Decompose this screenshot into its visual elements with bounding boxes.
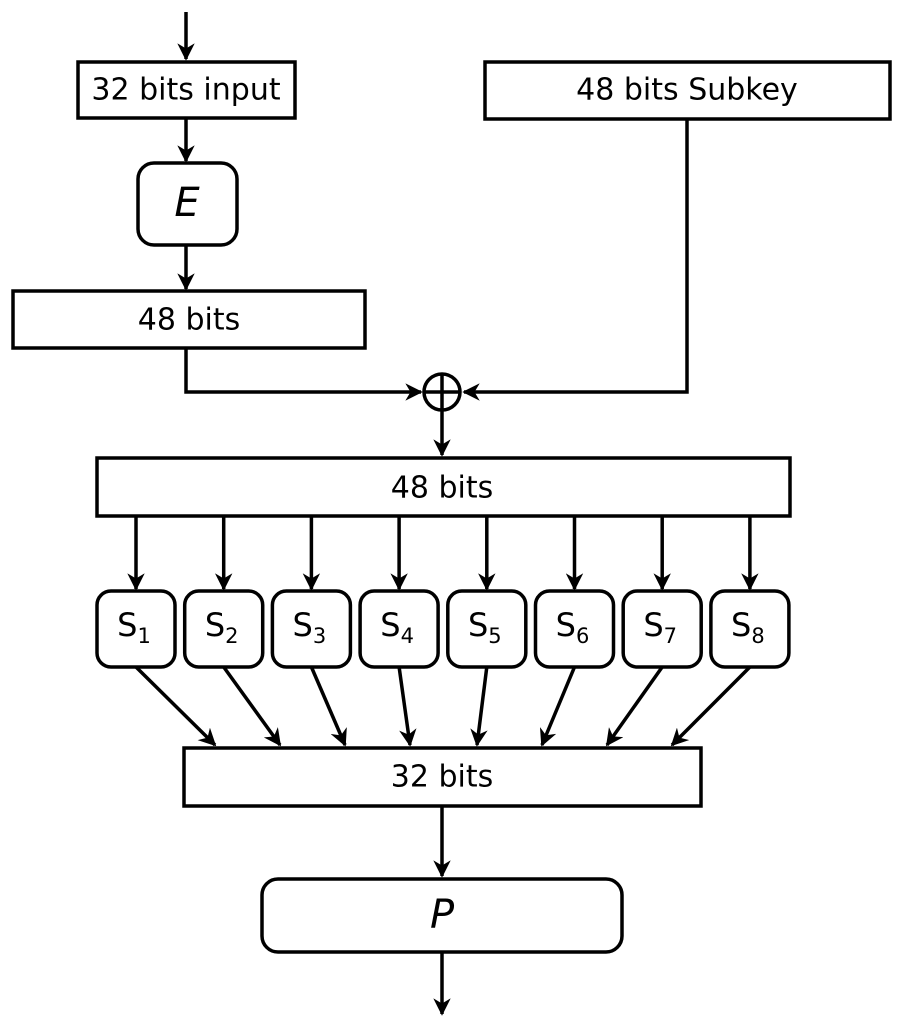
sbox-label: S5	[468, 606, 502, 648]
sbox-5: S5	[446, 516, 528, 747]
sbox-label: S7	[643, 606, 677, 648]
sbox-index: 4	[401, 624, 414, 648]
output-box-label: 32 bits	[391, 760, 493, 795]
sbox-output-arrow	[470, 666, 489, 747]
sbox-index: 6	[576, 624, 589, 648]
subkey-box-label: 48 bits Subkey	[576, 73, 798, 108]
mixed-block: 48 bits	[95, 456, 792, 518]
sbox-output-arrow	[222, 665, 282, 747]
expanded-to-xor-wire	[184, 348, 423, 401]
sbox-label: S8	[731, 606, 765, 648]
expansion-block: E	[136, 161, 239, 247]
subkey-block: 48 bits Subkey	[483, 60, 892, 121]
sbox-1: S1	[95, 516, 217, 747]
sbox-letter: S	[380, 606, 400, 644]
sbox-output-arrow	[605, 665, 664, 747]
input-box-label: 32 bits input	[91, 73, 280, 108]
sbox-letter: S	[556, 606, 576, 644]
sbox-letter: S	[468, 606, 488, 644]
sbox-letter: S	[117, 606, 137, 644]
sbox-3: S3	[270, 516, 353, 747]
sbox-index: 8	[751, 624, 764, 648]
output-box	[182, 746, 703, 808]
sbox-6: S6	[533, 516, 616, 747]
sbox-index: 1	[137, 624, 150, 648]
expansion-label: E	[174, 180, 200, 226]
xor-node	[422, 372, 462, 412]
sbox-label: S3	[293, 606, 327, 648]
subkey-to-xor-wire	[462, 119, 689, 401]
sbox-output-arrow	[309, 666, 347, 747]
permutation-block: P	[260, 877, 624, 954]
sbox-index: 2	[225, 624, 238, 648]
expanded-box-label: 48 bits	[138, 303, 240, 338]
subkey-box	[483, 60, 892, 121]
mixed-box-label: 48 bits	[391, 471, 493, 506]
sbox-label: S1	[117, 606, 151, 648]
sbox-7: S7	[605, 516, 703, 747]
sbox-output-arrow	[670, 665, 752, 747]
sbox-letter: S	[731, 606, 751, 644]
sbox-label: S6	[556, 606, 590, 648]
sbox-output-arrow	[539, 666, 577, 747]
sbox-index: 7	[664, 624, 677, 648]
sbox-label: S4	[380, 606, 414, 648]
sbox-output-arrow	[134, 665, 217, 747]
sbox-2: S2	[182, 516, 282, 747]
sbox-4: S4	[358, 516, 440, 747]
expanded-box	[11, 289, 367, 350]
xor-circle-plus-icon	[422, 372, 462, 412]
sbox-label: S2	[205, 606, 239, 648]
sbox-letter: S	[205, 606, 225, 644]
expanded-block: 48 bits	[11, 289, 367, 350]
output-block: 32 bits	[182, 746, 703, 808]
sbox-8: S8	[670, 516, 791, 747]
sbox-letter: S	[643, 606, 663, 644]
permutation-label: P	[430, 892, 455, 938]
sbox-index: 5	[488, 624, 501, 648]
sbox-output-arrow	[397, 666, 417, 747]
mixed-box	[95, 456, 792, 518]
sbox-letter: S	[293, 606, 313, 644]
input-block: 32 bits input	[76, 60, 297, 120]
sbox-index: 3	[313, 624, 326, 648]
